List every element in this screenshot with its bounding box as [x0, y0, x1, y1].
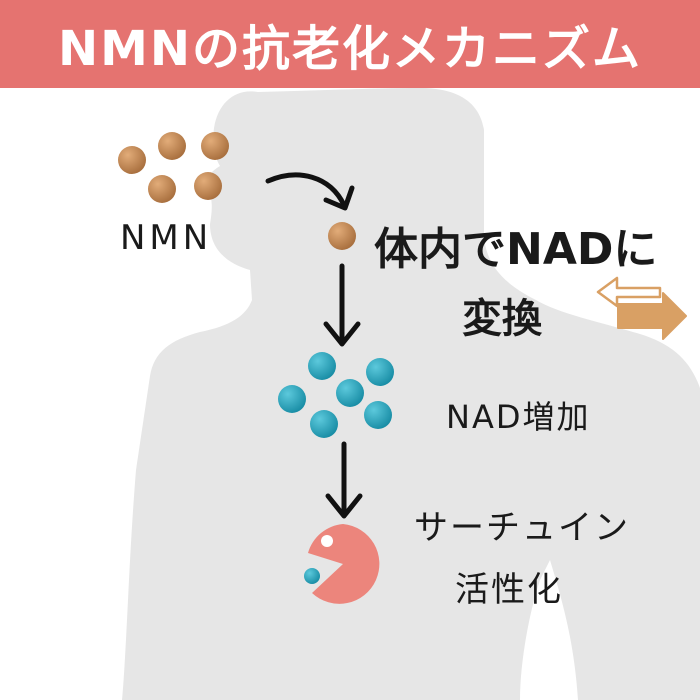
nad-ball [278, 385, 306, 413]
sirtuin-label-line1: サーチュイン [414, 508, 630, 548]
nmn-molecules [118, 132, 229, 203]
nad-ball [310, 410, 338, 438]
nad-molecules [278, 352, 394, 438]
nmn-ball [201, 132, 229, 160]
page-title: NMNの抗老化メカニズム [57, 21, 643, 77]
exchange-arrows-icon [596, 276, 687, 340]
nmn-label: NMN [120, 218, 213, 258]
curved-arrow-icon [265, 172, 355, 211]
nmn-ball [194, 172, 222, 200]
conversion-label-line1: 体内でNADに [374, 224, 658, 275]
nad-ball [366, 358, 394, 386]
nmn-ball [148, 175, 176, 203]
nmn-ball [158, 132, 186, 160]
sirtuin-label-line2: 活性化 [455, 570, 563, 610]
conversion-label-line2: 変換 [462, 296, 542, 342]
title-banner [0, 0, 700, 88]
sirtuin-pacman-icon [304, 524, 380, 604]
down-arrow-icon [325, 441, 363, 519]
nad-ball [308, 352, 336, 380]
human-silhouette-icon [122, 88, 700, 700]
nad-ball [336, 379, 364, 407]
down-arrow-icon [323, 263, 361, 347]
nmn-ball [118, 146, 146, 174]
nad-ball [364, 401, 392, 429]
nad-increase-label: NAD増加 [446, 398, 591, 436]
nmn-ball-single [328, 222, 356, 250]
